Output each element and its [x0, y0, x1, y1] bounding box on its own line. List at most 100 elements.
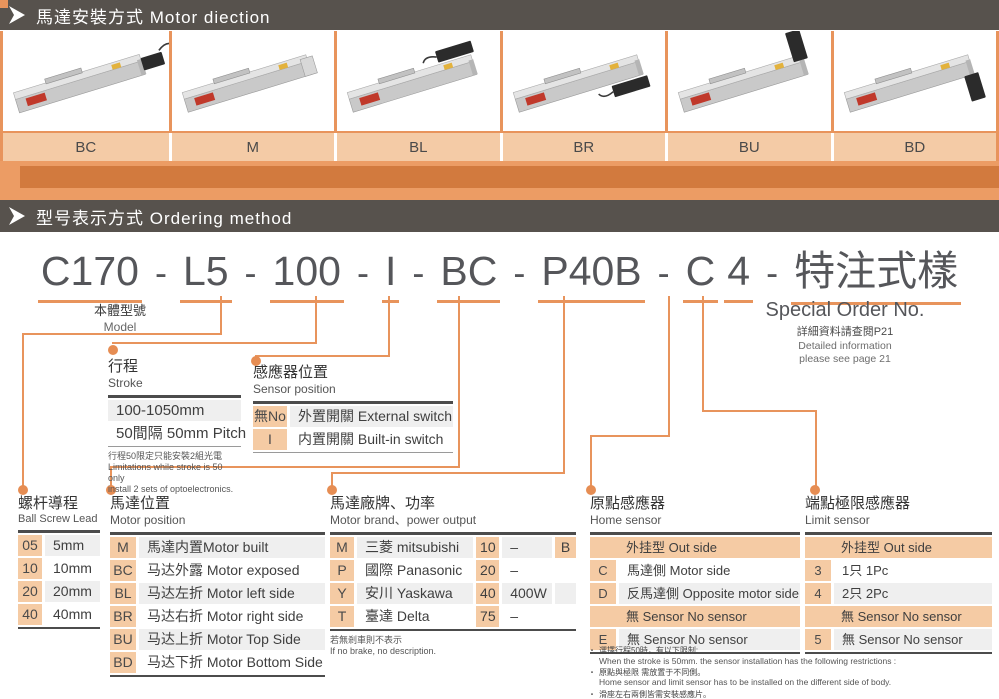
- category-row: 無 Sensor No sensor: [590, 605, 800, 627]
- code-piece: P40B: [538, 248, 645, 303]
- ordering-method-header: 型号表示方式 Ordering method: [0, 200, 999, 232]
- connector-line: [22, 333, 24, 489]
- table-cell: 無 Sensor No sensor: [834, 628, 992, 650]
- table-row: 無 Sensor No sensor: [805, 605, 992, 627]
- table-row: 外挂型 Out side: [805, 536, 992, 558]
- connector-line: [590, 435, 592, 488]
- table-cell: 馬達内置Motor built: [139, 536, 325, 558]
- code-segment: 特注式樣: [791, 237, 962, 305]
- table-cell: 無No: [253, 405, 287, 427]
- footnote-zh: 選擇行程50時，有以下限制:: [599, 646, 699, 655]
- connector-line: [388, 296, 390, 357]
- connector-dot: [106, 485, 116, 495]
- code-separator: -: [244, 252, 257, 293]
- brand-note-line: If no brake, no description.: [330, 645, 437, 656]
- table-cell: 内置開關 Built-in switch: [298, 430, 444, 447]
- connector-line: [668, 296, 670, 437]
- table-cell: 400W: [502, 582, 553, 604]
- table-cell: –: [510, 607, 519, 624]
- connector-line: [220, 296, 222, 334]
- table-cell: 马达下折 Motor Bottom Side: [147, 653, 323, 670]
- table-cell: 1只 1Pc: [842, 562, 889, 578]
- product-image-bl: [334, 31, 500, 131]
- footnote-en: When the stroke is 50mm. the sensor inst…: [599, 655, 897, 666]
- product-label-br: BR: [499, 133, 665, 161]
- table-row: 3 1只 1Pc: [805, 559, 992, 581]
- corner-accent: [0, 0, 8, 8]
- code-piece: C170: [37, 248, 142, 303]
- table-cell: [555, 560, 576, 581]
- table-cell: 20mm: [45, 581, 100, 603]
- table-row: 無 Sensor No sensor: [590, 605, 800, 627]
- limit-sensor-title-zh: 端點極限感應器: [805, 495, 911, 512]
- connector-line: [702, 410, 817, 412]
- footnote-text: 滑座左右兩側皆需安裝感應片。Both sides of slider need …: [599, 690, 823, 699]
- connector-dot: [251, 356, 261, 366]
- table-cell: 马达左折 Motor left side: [139, 582, 325, 604]
- motor-brand-title-zh: 馬達廠牌、功率: [330, 495, 436, 512]
- table-cell: 3: [805, 559, 831, 581]
- table-cell: [555, 606, 576, 627]
- footnote-zh: 原點與極限 需放置于不同側。: [599, 667, 706, 677]
- table-cell: BL: [110, 582, 136, 604]
- table-cell: BC: [110, 559, 136, 581]
- ball-screw-title-zh: 螺杆導程: [18, 495, 79, 512]
- motor-direction-header: 馬達安裝方式 Motor diection: [0, 0, 999, 30]
- connector-line: [563, 296, 565, 474]
- sensor-position-title-zh: 感應器位置: [253, 364, 329, 381]
- table-cell: 100-1050mm: [108, 399, 241, 421]
- table-row: BC 马达外露 Motor exposed: [110, 559, 325, 581]
- product-label-bu: BU: [665, 133, 831, 161]
- table-cell: P: [330, 559, 354, 581]
- special-order-block: Special Order No. 詳細資料請查閱P21 Detailed in…: [710, 299, 980, 366]
- table-cell: 05: [18, 535, 42, 557]
- code-segment: L5: [179, 248, 232, 303]
- code-separator: -: [657, 252, 670, 293]
- table-cell: B: [555, 536, 576, 558]
- sensor-position-title-en: Sensor position: [253, 382, 336, 397]
- brand-note-line: 若無剎車則不表示: [330, 634, 403, 645]
- table-cell: BD: [110, 651, 136, 673]
- product-label-bc: BC: [3, 133, 169, 161]
- home-sensor-title-en: Home sensor: [590, 513, 662, 528]
- table-cell: 4: [805, 582, 831, 604]
- table-cell: 马达上折 Motor Top Side: [139, 628, 325, 650]
- product-image-m: [168, 31, 334, 131]
- table-cell: T: [330, 605, 354, 627]
- table-cell: 10: [18, 558, 42, 580]
- connector-line: [315, 296, 317, 344]
- connector-line: [590, 435, 670, 437]
- footnote-bullet: ・: [588, 689, 596, 699]
- motor-position-title-en: Motor position: [110, 513, 186, 528]
- arrow-icon: [9, 6, 26, 24]
- product-images-row: [3, 29, 996, 131]
- table-cell: M: [330, 536, 354, 558]
- special-order-note-zh: 詳細資料請查閱P21: [796, 326, 894, 338]
- code-piece: 特注式樣: [791, 237, 962, 305]
- motor-position-title-zh: 馬達位置: [110, 495, 171, 512]
- code-segment: C170: [37, 248, 142, 303]
- code-piece: I: [381, 248, 400, 303]
- code-separator: -: [513, 252, 526, 293]
- code-piece: L5: [179, 248, 232, 303]
- stroke-title-zh: 行程: [108, 358, 139, 375]
- table-cell: 马达外露 Motor exposed: [147, 561, 300, 578]
